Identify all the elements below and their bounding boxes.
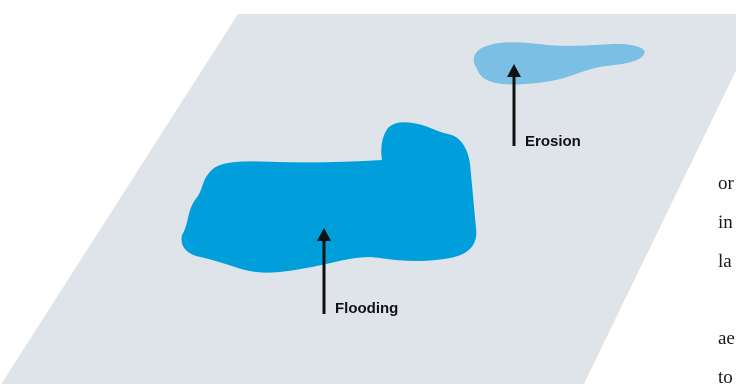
flooding-label: Flooding [335, 300, 398, 317]
erosion-label: Erosion [525, 133, 581, 150]
